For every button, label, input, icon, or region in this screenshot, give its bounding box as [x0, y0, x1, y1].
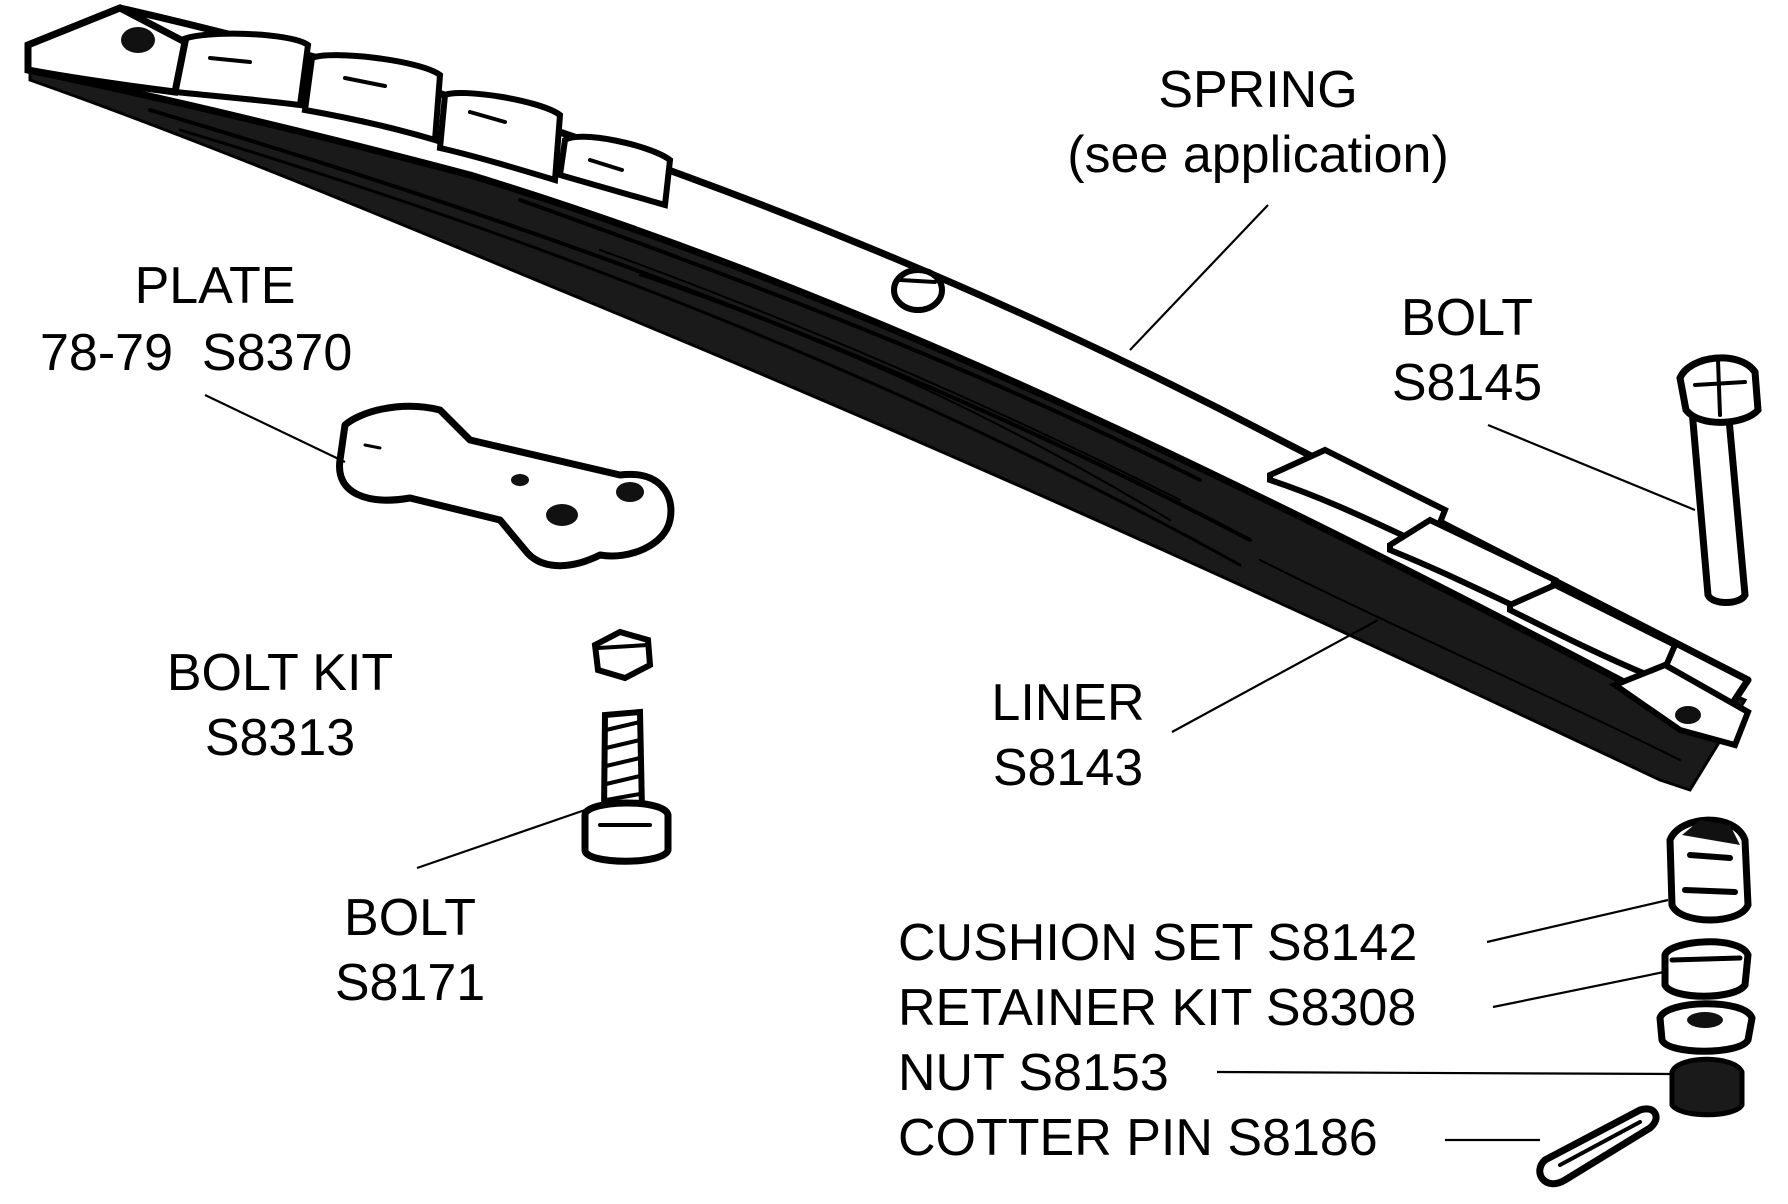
- cotter-pin: [1536, 1105, 1660, 1188]
- cushion-set: [1666, 816, 1752, 924]
- retainer-kit-label: RETAINER KIT S8308: [898, 979, 1416, 1037]
- leader-bolt-bottom: [416, 808, 586, 870]
- liner-part: S8143: [993, 739, 1143, 797]
- leaf-spring: [24, 4, 1752, 792]
- leader-bolt-top: [1487, 423, 1696, 512]
- bolt-kit-nut: [591, 628, 654, 682]
- bolt-top-name: BOLT: [1401, 289, 1533, 347]
- retainer-washer: [1656, 1000, 1756, 1055]
- center-bolt-head: [891, 267, 945, 313]
- leader-liner: [1171, 619, 1379, 733]
- leader-plate: [204, 394, 346, 463]
- leader-retainer-kit: [1492, 970, 1665, 1009]
- plate-name: PLATE: [135, 257, 296, 315]
- spring-eye-right: [1608, 661, 1752, 749]
- callout-bolt-s8171: BOLT S8171: [335, 889, 485, 1012]
- liner-pads-right: [1267, 446, 1679, 684]
- bolt-bottom-part: S8171: [335, 954, 485, 1012]
- leader-spring: [1129, 204, 1269, 351]
- callout-spring: SPRING (see application): [1067, 61, 1449, 184]
- liner-name: LINER: [991, 674, 1144, 732]
- callout-bolt-s8145: BOLT S8145: [1392, 289, 1542, 412]
- bolt-top-part: S8145: [1392, 354, 1542, 412]
- bolt-bottom-name: BOLT: [344, 889, 476, 947]
- bolt-s8171: [581, 708, 672, 865]
- liner-pads-left: [171, 30, 674, 209]
- cotter-pin-label: COTTER PIN S8186: [898, 1109, 1378, 1167]
- callout-plate: PLATE 78-79 S8370: [40, 257, 352, 382]
- nut-label: NUT S8153: [898, 1044, 1169, 1102]
- leader-lines: [204, 204, 1696, 1142]
- cushion-set-label: CUSHION SET S8142: [898, 914, 1417, 972]
- spring-name: SPRING: [1158, 61, 1357, 119]
- leader-cushion-set: [1486, 898, 1669, 944]
- plate-part-number: 78-79 S8370: [40, 324, 352, 382]
- retainer: [1661, 938, 1752, 1000]
- spring-part: (see application): [1067, 126, 1449, 184]
- leader-nut: [1216, 1070, 1673, 1076]
- bolt-kit-part: S8313: [205, 709, 355, 767]
- nut-s8153: [1669, 1056, 1745, 1118]
- plate-part: [336, 402, 675, 570]
- bolt-s8145: [1676, 354, 1762, 606]
- callout-bolt-kit: BOLT KIT S8313: [167, 644, 393, 767]
- bolt-kit-name: BOLT KIT: [167, 644, 393, 702]
- spring-eye-left: [24, 4, 189, 96]
- callout-liner: LINER S8143: [991, 674, 1144, 797]
